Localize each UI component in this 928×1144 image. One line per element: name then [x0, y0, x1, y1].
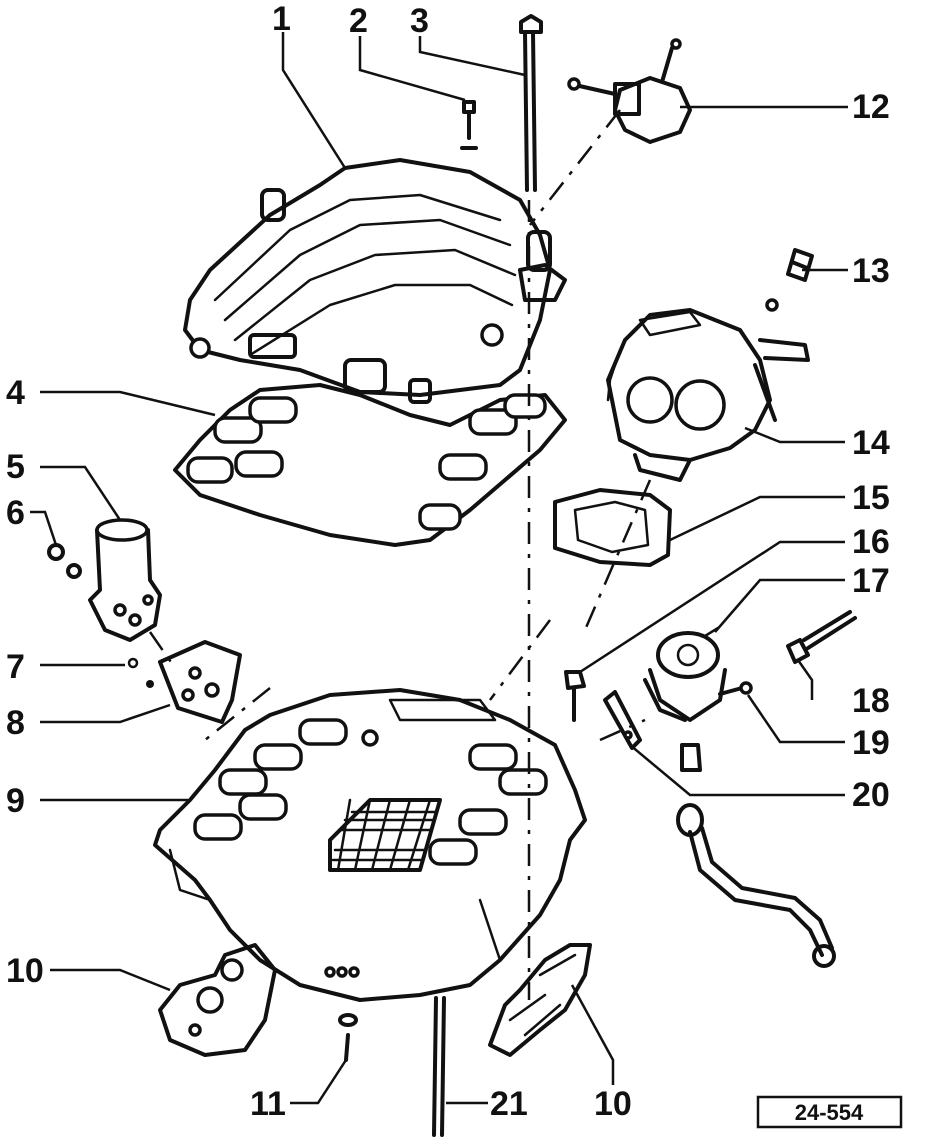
callout-17: 17	[852, 562, 890, 600]
bolt-2	[460, 100, 478, 150]
callout-10-right: 10	[594, 1085, 632, 1123]
callout-6: 6	[6, 494, 25, 532]
callout-16: 16	[852, 523, 890, 561]
callout-8: 8	[6, 704, 25, 742]
callout-19: 19	[852, 724, 890, 762]
bolt-13	[786, 248, 814, 282]
gasket-10-right	[488, 943, 592, 1057]
flange-gasket-8	[158, 640, 242, 724]
reference-number: 24-554	[795, 1100, 864, 1125]
callout-3: 3	[410, 2, 429, 40]
callout-1: 1	[272, 0, 291, 38]
callout-4: 4	[6, 374, 25, 412]
leader-lines	[30, 32, 848, 1105]
connector-18	[786, 610, 857, 664]
callout-2: 2	[349, 2, 368, 40]
callout-11: 11	[250, 1085, 286, 1123]
screw-11	[338, 1013, 358, 1062]
connection-piece-5	[88, 518, 162, 642]
callout-9: 9	[6, 782, 25, 820]
callout-15: 15	[852, 479, 890, 517]
lower-intake-manifold	[153, 688, 587, 1002]
vacuum-unit-12	[567, 38, 692, 144]
nuts-6	[47, 543, 82, 579]
callout-20: 20	[852, 776, 890, 814]
upper-intake-manifold	[183, 158, 567, 404]
stud-21	[432, 996, 446, 1137]
gasket-15	[553, 488, 672, 567]
callout-18: 18	[852, 682, 890, 720]
callout-21: 21	[490, 1085, 528, 1123]
callout-12: 12	[852, 88, 890, 126]
manifold-mesh	[328, 798, 442, 872]
bolt-16	[564, 670, 586, 722]
stud-3	[519, 14, 543, 192]
alignment-lines	[148, 109, 652, 1000]
egr-valve-17	[643, 626, 727, 722]
callout-14: 14	[852, 424, 890, 462]
callout-13: 13	[852, 252, 890, 290]
callout-labels: 1 2 3 4 5 6 7 8 9 10 10 11 12 13 14 15 1…	[6, 0, 890, 1123]
gasket-10-left	[158, 943, 277, 1057]
nut-7	[127, 657, 154, 688]
callout-5: 5	[6, 448, 25, 486]
screw-19	[718, 681, 753, 696]
reference-box: 24-554	[756, 1095, 903, 1129]
callout-7: 7	[6, 648, 25, 686]
callout-10-left: 10	[6, 952, 44, 990]
gasket-20	[603, 690, 642, 750]
manifold-gasket-4	[173, 383, 567, 547]
throttle-housing-14	[606, 298, 810, 482]
pipe-fitting	[676, 743, 836, 968]
